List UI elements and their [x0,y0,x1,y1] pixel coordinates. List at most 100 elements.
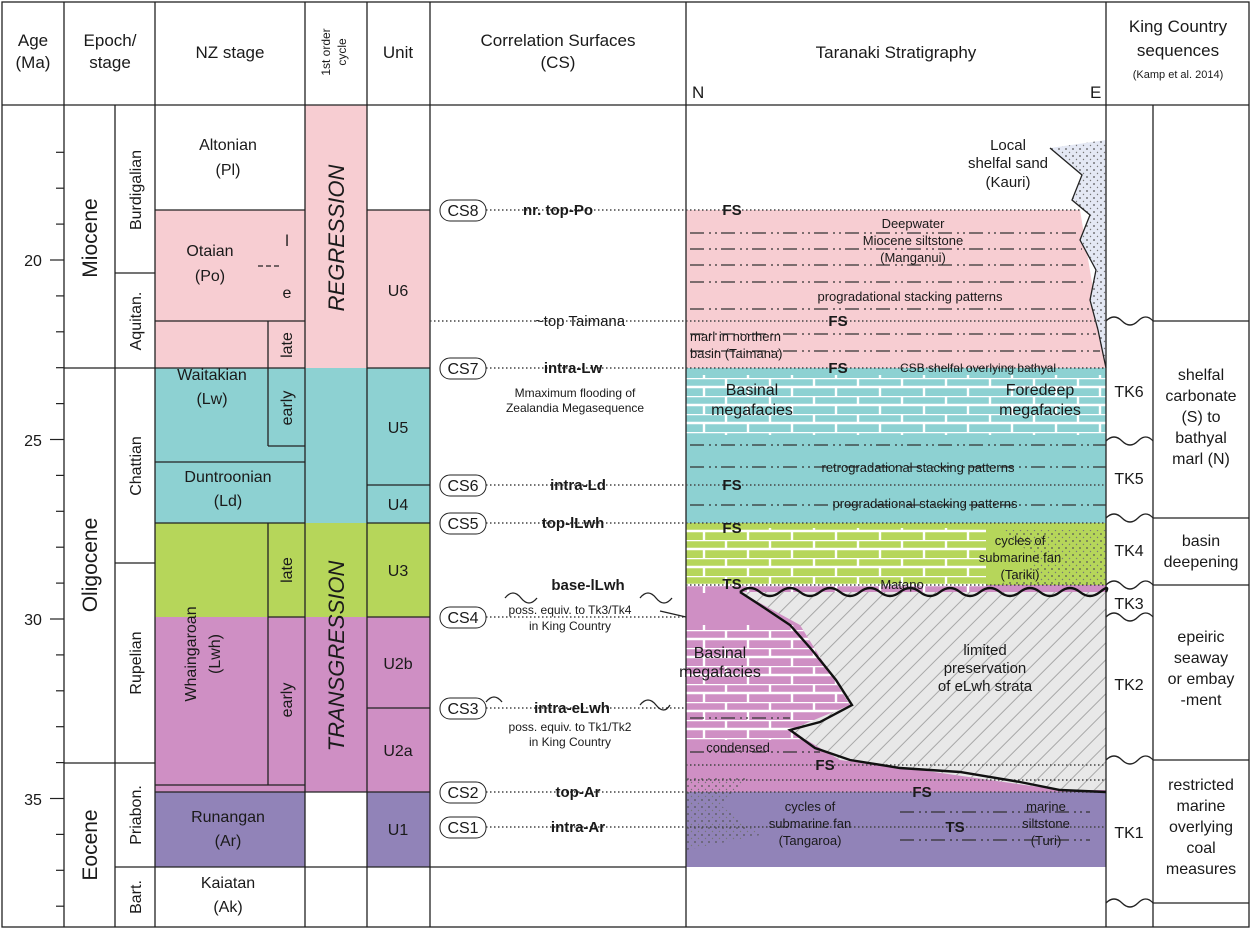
deepwater-3: (Manganui) [880,250,946,265]
basinal-1: Basinal [726,382,778,399]
stage-bartonian: Bart. [128,880,145,914]
tk23-desc-1: epeiric [1177,629,1224,646]
cs3-note-1: poss. equiv. to Tk1/Tk2 [509,720,632,734]
tk6: TK6 [1114,384,1143,401]
header-east: E [1090,83,1101,102]
nz-altonian-code: (Pl) [216,162,241,179]
basinal-2: megafacies [711,402,793,419]
deepwater-1: Deepwater [882,216,946,231]
cs8-name: nr. top-Po [523,202,593,219]
nz-waitakian-late: late [279,332,296,358]
foredeep-2: megafacies [999,402,1081,419]
nz-altonian: Altonian [199,137,257,154]
ts-label-base: TS [722,576,741,593]
fs-label-taimana: FS [828,313,847,330]
header-cycle-1: 1st order [319,28,333,75]
limited-2: preservation [944,660,1027,677]
header-epoch-1: Epoch/ [84,31,137,50]
tariki-2: submarine fan [979,550,1061,565]
tk1: TK1 [1114,825,1143,842]
cs-badge-cs3: CS3 [439,697,487,720]
condensed: condensed [706,740,770,755]
cs7-name: intra-Lw [544,360,603,377]
base-name: base-lLwh [551,577,624,594]
nz-whaingaroan: Whaingaroan [183,606,200,701]
tangaroa-1: cycles of [785,799,836,814]
marine-1: marine [1026,799,1066,814]
king-country-sequences: TK6 TK5 TK4 TK3 TK2 TK1 shelfal carbonat… [1114,367,1238,878]
tariki-1: cycles of [995,533,1046,548]
tk4-desc-2: deepening [1164,554,1239,571]
fs-label-cs5: FS [722,520,741,537]
tk56-desc-5: marl (N) [1172,451,1230,468]
cs2-name: top-Ar [556,784,601,801]
cycle-transgression: TRANSGRESSION [324,561,349,752]
tk56-desc-3: (S) to [1181,409,1220,426]
tk4: TK4 [1114,543,1143,560]
epoch-oligocene: Oligocene [79,518,102,613]
age-tick-label: 30 [24,612,42,629]
fs-label-cs3: FS [815,757,834,774]
matapo: Matapo [880,577,923,592]
tk1-desc-2: marine [1177,798,1226,815]
unit-u3: U3 [388,563,409,580]
nz-whaingaroan-code: (Lwh) [207,634,224,674]
stage-aquitanian: Aquitan. [128,292,145,351]
tk2: TK2 [1114,677,1143,694]
nz-runangan: Runangan [191,809,265,826]
cs3-name: intra-eLwh [534,700,610,717]
unit-u1: U1 [388,822,409,839]
cs-names: nr. top-Po ~top Taimana intra-Lw Mmaximu… [506,202,644,836]
age-tick-label: 35 [24,792,42,809]
fs-label-cs2: FS [912,784,931,801]
basinal2-2: megafacies [679,664,761,681]
unconformity-lines [485,586,1109,794]
header-north: N [692,83,704,102]
cs-badge-cs4: CS4 [439,606,487,629]
cs7-note-2: Zealandia Megasequence [506,401,644,415]
foredeep-1: Foredeep [1006,382,1075,399]
cs7-note-1: Mmaximum flooding of [515,386,636,400]
nz-waitakian-early: early [279,391,296,426]
nz-waitakian: Waitakian [177,367,247,384]
header-cs-1: Correlation Surfaces [481,31,636,50]
header-nz-stage: NZ stage [196,43,265,62]
fs-label-cs6: FS [722,477,741,494]
header-king-ref: (Kamp et al. 2014) [1133,69,1224,81]
nz-runangan-code: (Ar) [215,833,242,850]
marine-2: siltstone [1022,816,1070,831]
limited-1: limited [963,642,1006,659]
marl-2: basin (Taimana) [690,346,783,361]
nz-stages: Altonian (Pl) Otaian (Po) l e Waitakian … [177,137,296,916]
header-taranaki: Taranaki Stratigraphy [816,43,977,62]
tk56-desc-2: carbonate [1165,388,1236,405]
cs-badge-cs5: CS5 [439,512,487,535]
header-cs-2: (CS) [541,53,576,72]
stage-rupelian: Rupelian [128,631,145,694]
prograd-2: progradational stacking patterns [832,496,1018,511]
tk5: TK5 [1114,471,1143,488]
cs5-name: top-lLwh [542,515,604,532]
cs4-note-1: poss. equiv. to Tk3/Tk4 [509,603,632,617]
tk23-desc-3: or embay [1168,671,1235,688]
tangaroa-3: (Tangaroa) [779,833,842,848]
prograd-1: progradational stacking patterns [817,289,1003,304]
svg-text:CS4: CS4 [447,610,478,627]
nz-whaingaroan-late: late [279,557,296,583]
tariki-3: (Tariki) [1001,567,1040,582]
unit-u2b: U2b [383,656,412,673]
svg-text:CS7: CS7 [447,361,478,378]
tk1-desc-4: coal [1186,840,1215,857]
header-cycle-2: cycle [335,38,349,66]
stage-chattian: Chattian [128,436,145,496]
age-axis: 20 25 30 35 [24,253,42,809]
taranaki-labels: Local shelfal sand (Kauri) FS Deepwater … [679,137,1081,848]
cs-badge-cs6: CS6 [439,474,487,497]
cs-badge-cs8: CS8 [439,199,487,222]
age-tick-label: 20 [24,253,42,270]
nz-stage-colour-bands [155,105,430,867]
nz-duntroonian: Duntroonian [184,469,271,486]
correlation-surface-lines [430,209,1106,828]
unit-u5: U5 [388,420,409,437]
